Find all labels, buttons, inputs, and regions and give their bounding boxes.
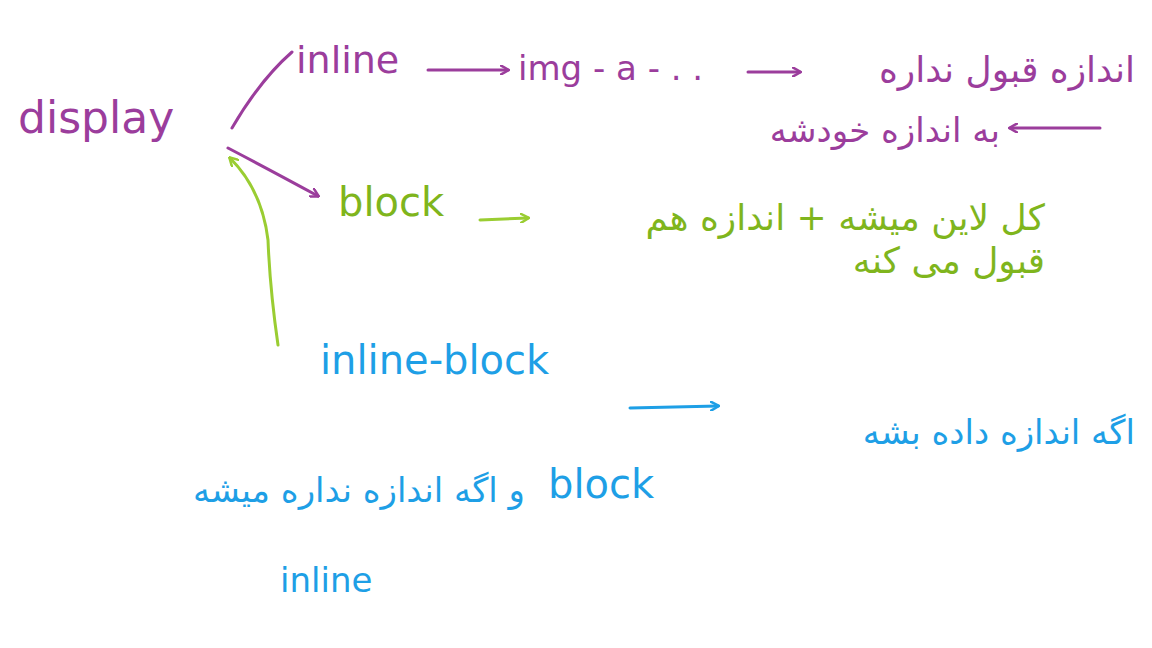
persian-note: و اگه اندازه نداره میشه (193, 470, 525, 511)
flow-arrow (480, 218, 528, 220)
persian-note: اندازه قبول نداره (879, 48, 1135, 91)
css-term: inline-block (320, 336, 549, 384)
persian-note: اگه اندازه داده بشه (863, 412, 1135, 453)
flow-arrow (428, 69, 508, 72)
css-term: img - a - . . (518, 48, 703, 89)
persian-note: به اندازه خودشه (770, 110, 1000, 151)
flow-arrow (630, 406, 718, 408)
flow-arrow (1010, 127, 1100, 130)
css-term: block (338, 178, 444, 226)
css-term: inline (296, 38, 399, 84)
persian-note: کل لاین میشه + اندازه هم قبول می کنه (575, 196, 1045, 282)
css-term: display (18, 92, 174, 145)
css-term: inline (280, 560, 372, 601)
css-term: block (548, 460, 654, 508)
branch-arrow (230, 158, 278, 345)
flow-arrow (748, 71, 800, 74)
branch-line (232, 52, 292, 128)
